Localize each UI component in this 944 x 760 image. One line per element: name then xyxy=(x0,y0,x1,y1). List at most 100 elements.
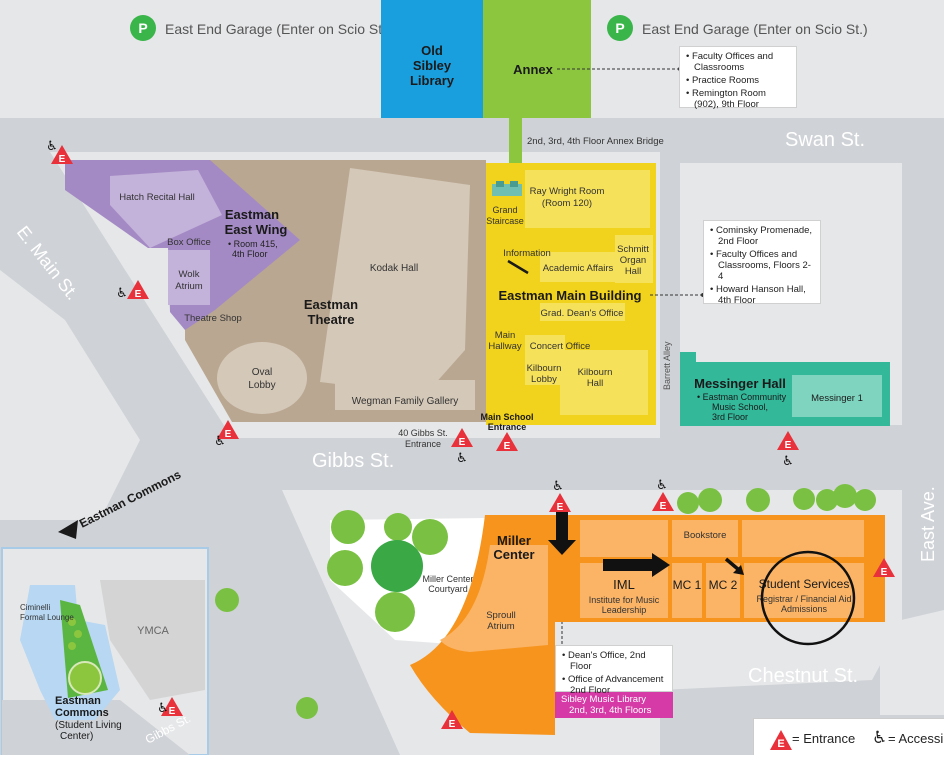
inset-living-label-1: (Student Living xyxy=(55,720,122,731)
legend-entrance-label: = Entrance xyxy=(792,731,856,746)
messinger-note-2: Music School, xyxy=(712,402,768,412)
bookstore-label: Bookstore xyxy=(684,530,727,541)
grand-staircase-icon xyxy=(492,181,522,196)
ymca-label: YMCA xyxy=(137,625,169,637)
oval-lobby-label-2: Lobby xyxy=(248,380,275,391)
svg-text:E: E xyxy=(449,719,456,730)
theatre-shop-label: Theatre Shop xyxy=(184,313,242,324)
student-services-label: Student Services xyxy=(759,577,850,591)
kilbourn-hall-label-2: Hall xyxy=(587,378,603,389)
mc1-label: MC 1 xyxy=(673,578,702,592)
east-wing-note-1: • Room 415, xyxy=(228,239,278,249)
main-school-entrance-label-1: Main School xyxy=(480,412,533,422)
information-desk-icon xyxy=(507,259,529,275)
route-diagonal-arrow-shaft xyxy=(724,557,741,572)
mc2-label: MC 2 xyxy=(709,578,738,592)
miller-courtyard-label-1: Miller Center xyxy=(422,574,473,584)
main-building-note: Howard Hanson Hall, 4th Floor xyxy=(710,284,814,306)
main-building-note: Faculty Offices and Classrooms, Floors 2… xyxy=(710,249,814,282)
route-down-arrow-icon xyxy=(548,512,576,555)
miller-note: Office of Advancement 2nd Floor xyxy=(562,674,666,696)
kodak-hall[interactable] xyxy=(320,168,470,395)
main-building-room xyxy=(610,170,650,228)
grand-staircase-label-1: Grand xyxy=(492,205,517,215)
sproull-atrium-label-1: Sproull xyxy=(486,610,516,621)
entrance-marker-icon: E xyxy=(777,431,799,451)
miller-courtyard-label-2: Courtyard xyxy=(428,584,468,594)
wegman-gallery[interactable] xyxy=(335,380,475,410)
annex-note: Practice Rooms xyxy=(686,75,790,86)
eastman-commons-inset[interactable] xyxy=(1,547,209,756)
entrance-icon: E xyxy=(770,730,792,750)
parking-icon xyxy=(130,15,156,41)
ray-wright-room[interactable] xyxy=(525,170,610,228)
accessible-marker-icon: ♿ xyxy=(214,433,226,448)
messinger-note-3: 3rd Floor xyxy=(712,412,748,422)
parking-icon-letter: P xyxy=(615,20,624,36)
hatch-recital-hall[interactable] xyxy=(110,170,222,248)
accessible-marker-icon: ♿ xyxy=(656,477,668,492)
miller-center-label-1: Miller xyxy=(497,533,531,548)
messinger-1[interactable] xyxy=(792,375,882,417)
wolk-atrium-label-2: Atrium xyxy=(175,281,203,292)
legend-accessible-label: = Accessi xyxy=(888,731,944,746)
parking-icon-letter: P xyxy=(138,20,147,36)
bookstore[interactable] xyxy=(672,520,738,557)
entrance-marker-icon: E xyxy=(217,420,239,440)
iml-label: IML xyxy=(613,577,635,592)
ciminelli-label-1: Ciminelli xyxy=(20,603,50,612)
annex-note: Remington Room (902), 9th Floor xyxy=(686,88,790,110)
accessible-markers: ♿♿♿♿♿♿♿♿ xyxy=(46,138,794,715)
old-sibley-library[interactable] xyxy=(381,0,483,118)
academic-affairs-room[interactable] xyxy=(540,252,615,282)
wolk-atrium[interactable] xyxy=(168,250,210,305)
east-wing-label-1: Eastman xyxy=(225,207,279,222)
grad-deans-label: Grad. Dean's Office xyxy=(541,308,624,319)
library-label-1: Old xyxy=(421,43,443,58)
iml-full-label-1: Institute for Music xyxy=(589,595,660,605)
concert-office-label: Concert Office xyxy=(530,341,591,352)
kilbourn-hall-label-1: Kilbourn xyxy=(578,367,613,378)
main-building-label: Eastman Main Building xyxy=(498,288,641,303)
accessible-marker-icon: ♿ xyxy=(782,453,794,468)
ray-wright-label-2: (Room 120) xyxy=(542,198,592,209)
svg-text:E: E xyxy=(169,706,176,717)
wegman-gallery-label: Wegman Family Gallery xyxy=(352,396,459,407)
west-block xyxy=(0,270,140,520)
accessible-marker-icon: ♿ xyxy=(116,285,128,300)
gibbs-entrance-label-1: 40 Gibbs St. xyxy=(398,428,448,438)
oval-lobby[interactable] xyxy=(217,342,307,414)
accessible-marker-icon: ♿ xyxy=(157,700,169,715)
chestnut-st-label: Chestnut St. xyxy=(748,665,858,687)
grad-deans-office[interactable] xyxy=(540,303,625,321)
annex-building[interactable] xyxy=(483,0,591,118)
gibbs-st-label: Gibbs St. xyxy=(312,450,394,472)
schmitt-organ-hall[interactable] xyxy=(615,235,653,283)
accessible-marker-icon: ♿ xyxy=(456,450,468,465)
map-legend: E = Entrance ♿ = Accessi xyxy=(753,718,944,755)
kilbourn-hall[interactable] xyxy=(560,350,648,415)
svg-text:E: E xyxy=(59,154,66,165)
annex-notes-callout: Faculty Offices and Classrooms Practice … xyxy=(679,46,797,110)
kilbourn-lobby[interactable] xyxy=(525,335,565,385)
mc1-room[interactable] xyxy=(672,563,702,618)
entrance-marker-icon: E xyxy=(51,145,73,165)
sibley-music-library-note: Sibley Music Library 2nd, 3rd, 4th Floor… xyxy=(555,692,673,718)
accessible-marker-icon: ♿ xyxy=(552,478,564,493)
kilbourn-lobby-label-1: Kilbourn xyxy=(527,363,562,374)
wolk-atrium-label-1: Wolk xyxy=(179,269,200,280)
miller-room xyxy=(742,520,864,557)
east-wing-note-2: 4th Floor xyxy=(232,249,268,259)
svg-text:E: E xyxy=(777,738,784,750)
inset-commons-label-2: Commons xyxy=(55,707,109,719)
east-ave-label: East Ave. xyxy=(918,486,938,562)
ray-wright-label-1: Ray Wright Room xyxy=(530,186,605,197)
messinger-hall-tower xyxy=(680,352,696,364)
southeast-block xyxy=(880,610,944,715)
miller-notes-callout: Dean's Office, 2nd Floor Office of Advan… xyxy=(555,645,673,696)
sproull-atrium[interactable] xyxy=(440,545,548,652)
sibley-music-library-banner[interactable] xyxy=(555,692,673,718)
svg-text:E: E xyxy=(881,567,888,578)
